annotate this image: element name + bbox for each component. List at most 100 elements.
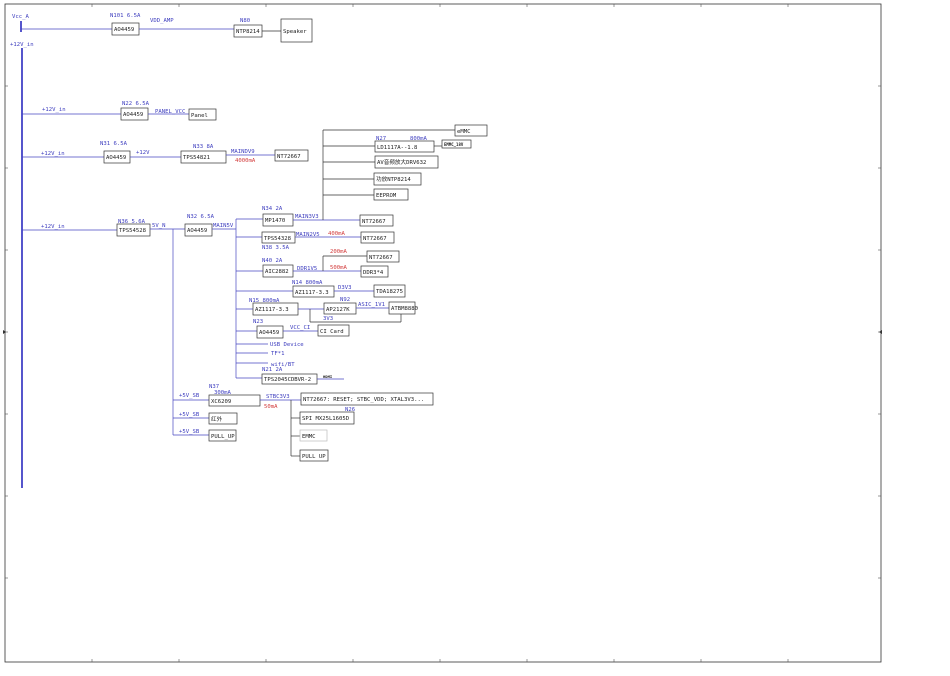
av-amp-text: AV音频放大DRV632 [377,158,426,166]
speaker-box [280,18,313,43]
v5n-label: 5V_N [152,223,165,229]
n26-label: N26 [345,407,355,413]
tps54821-box [180,150,227,164]
ld1117-box [374,140,435,153]
vcc-a-label: Vcc_A [12,14,29,20]
eeprom-text: EEPROM [376,193,397,199]
ddr3x4-text: DDR3*4 [363,270,384,276]
v12-panel-label: +12V_in [42,107,66,113]
v5sb-label-3: +5V_SB [179,429,200,435]
emmc-top-text: eMMC [457,129,470,135]
main5v-label: MAIN5V [213,223,234,229]
pull-up-1-box [299,449,329,462]
n15-label: N15 800mA [249,298,280,304]
usb-device-label: USB Device [270,342,304,348]
nt72667-2v5-box [360,231,395,244]
nt72667-9v-text: NT72667 [277,154,301,160]
emmc-bottom-box [299,429,328,442]
spi-flash-box [299,411,355,425]
vdd-amp-label: VDD_AMP [150,18,174,24]
tps54328-text: TPS54328 [264,236,292,242]
i4000-label: 4000mA [235,158,256,164]
ld1117-text: LD1117A--1.8 [377,145,418,151]
spi-flash-text: SPI MX25L1605D [302,416,350,422]
ao4459-n31-text: AO4459 [106,155,126,161]
n23-label: N23 [253,319,263,325]
i300-label: 300mA [214,390,231,396]
aic2882-text: AIC2882 [265,269,289,275]
tps54528-text: TPS54528 [119,228,147,234]
panel-text: Panel [191,113,208,119]
az1117-n15-text: AZ1117-3.3 [255,307,289,313]
pull-up-2-text: PULL_UP [211,434,235,440]
n34-label: N34 2A [262,206,283,212]
i400-label: 400mA [328,231,345,237]
n36-label: N36 5.6A [118,219,146,225]
i500-label: 500mA [330,265,347,271]
az1117-n14-box [292,285,335,298]
n22-label: N22 6.5A [122,101,150,107]
asic-1v1-label: ASIC_1V1 [358,302,385,308]
n40-label: N40 2A [262,258,283,264]
n33-label: N33 8A [193,144,214,150]
sheet-frame [3,3,882,663]
n92-label: N92 [340,297,350,303]
ao4459-n101-text: AO4459 [114,27,134,33]
n37-label: N37 [209,384,219,390]
emmc-18v-box [441,139,472,149]
n21-label: N21 2A [262,367,283,373]
n101-label: N101 6.5A [110,13,141,19]
tda18275-box [373,284,406,298]
stbc3v3-label: STBC3V3 [266,394,290,400]
v12-rail-label: +12V_in [10,42,34,48]
pull-up-1-text: PULL UP [302,454,326,460]
d3v3-label: D3V3 [338,285,351,291]
i200-label: 200mA [330,249,347,255]
nt72667-3v3-box [359,214,394,227]
ir-box [208,412,238,425]
tps2045-text: TPS2045CDBVR-2 [264,377,311,383]
emmc-bottom-text: EMMC [302,434,315,440]
v12-n36-label: +12V_in [41,224,65,230]
n32-label: N32 6.5A [187,214,215,220]
ao4459-n23-text: AO4459 [259,330,279,336]
tps54328-box [261,231,296,244]
nt72667-stbc-text: NT72667: RESET; STBC_VDD; XTAL3V3... [303,397,424,403]
ao4459-n22-text: AO4459 [123,112,143,118]
amp-ntp8214-text: 功放NTP8214 [376,175,411,183]
nt72667-2v5-text: NT72667 [363,236,387,242]
ir-text: 红外 [211,415,223,423]
v12-n31-label: +12V_in [41,151,65,157]
nt72667-stbc-box [300,392,434,406]
v5sb-label-1: +5V_SB [179,393,200,399]
panel-vcc-label: PANEL_VCC [155,109,185,115]
eeprom-box [373,188,409,201]
speaker-text: Speaker [283,29,307,35]
ao4459-n23-box [256,325,284,339]
nt72667-1v5-text: NT72667 [369,255,393,261]
n38-label: N38 3.5A [262,245,290,251]
n14-label: N14 800mA [292,280,323,286]
tps54821-text: TPS54821 [183,155,210,161]
i800-n27-label: 800mA [410,136,427,142]
xc6209-text: XC6209 [211,399,231,405]
ao4459-n32-box [184,223,213,237]
amp-ntp8214-box [373,172,422,186]
atbm8880-box [388,301,416,315]
v5sb-label-2: +5V_SB [179,412,200,418]
emmc-top-box [454,124,488,137]
emmc-18v-label: EMMC_18V [444,142,464,147]
atbm8880-text: ATBM8880 [391,306,418,312]
az1117-n14-text: AZ1117-3.3 [295,290,329,296]
ap2127k-text: AP2127K [326,307,350,313]
i50-label: 50mA [264,404,278,410]
n27-label: N27 [376,136,386,142]
tf1-label: TF*1 [271,351,284,357]
tps54528-box [116,223,151,237]
n80-label: N80 [240,18,250,24]
tda18275-text: TDA18275 [376,289,403,295]
ao4459-n32-text: AO4459 [187,228,207,234]
ap2127k-box [323,302,357,315]
